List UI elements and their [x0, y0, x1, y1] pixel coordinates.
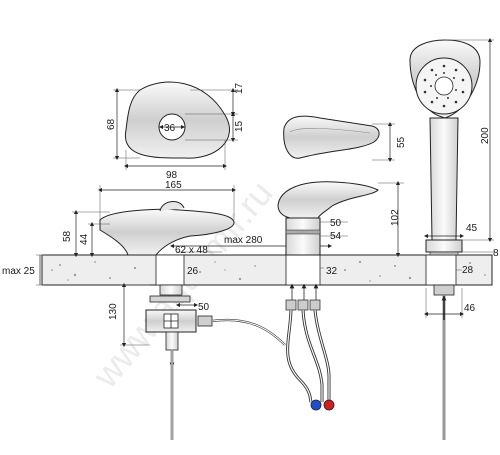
- plug-lid-side-view: [99, 201, 235, 256]
- hand-shower: [409, 39, 481, 440]
- max280-label: max 280: [224, 235, 263, 246]
- lid-height-44-label: 44: [79, 233, 90, 245]
- shower-height-label: 200: [480, 127, 491, 144]
- shower-dim-45-label: 45: [466, 223, 478, 234]
- handle-hole-diameter-label: 36: [164, 123, 176, 134]
- mixer-side-view: [277, 181, 379, 256]
- countertop: [41, 254, 493, 286]
- mixer-dim-32-label: 32: [326, 266, 338, 277]
- handle-plan-view: [125, 81, 230, 159]
- drain-dim-26-label: 26: [187, 266, 199, 277]
- shower-dim-8-label: 8: [493, 248, 499, 259]
- shower-dim-28-label: 28: [462, 265, 474, 276]
- spout-height-label: 55: [396, 136, 407, 148]
- mixer-dim-54-label: 54: [330, 231, 342, 242]
- cold-water-connector: [310, 399, 322, 411]
- handle-dim-15-label: 15: [234, 120, 245, 132]
- supply-hoses: [285, 283, 331, 403]
- drain-size-label: 62 x 48: [175, 245, 208, 256]
- mixer-dim-50-label: 50: [330, 218, 342, 229]
- hot-water-connector: [323, 399, 335, 411]
- shower-dim-46-label: 46: [464, 303, 476, 314]
- handle-dim-17-label: 17: [234, 82, 245, 94]
- lid-height-58-label: 58: [62, 230, 73, 242]
- drain-dim-50-label: 50: [198, 302, 210, 313]
- drain-depth-label: 130: [108, 303, 119, 320]
- lid-width-label: 165: [165, 180, 182, 191]
- spout-side-view: [283, 115, 380, 159]
- mixer-height-label: 102: [390, 209, 401, 226]
- handle-depth-label: 68: [106, 118, 117, 130]
- handle-width-label: 98: [166, 170, 178, 181]
- drain-assembly: [145, 284, 286, 440]
- countertop-max-thickness-label: max 25: [2, 266, 35, 277]
